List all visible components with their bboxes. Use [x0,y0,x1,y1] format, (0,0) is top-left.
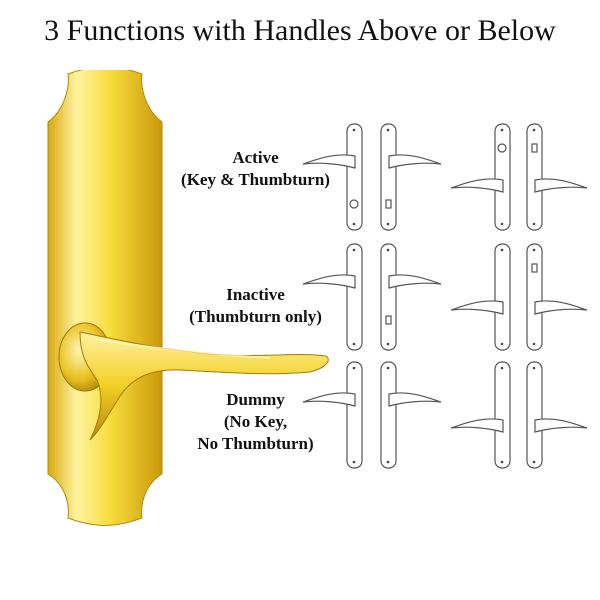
back-plate [47,70,163,526]
active-handles-above [302,123,442,231]
handle-plate-line-drawing [302,123,588,469]
function-label-dummy: Dummy (No Key, No Thumbturn) [197,390,314,453]
dummy-handles-below [450,361,588,469]
function-label-active: Active (Key & Thumbturn) [181,148,330,189]
page-title: 3 Functions with Handles Above or Below [44,14,556,47]
dummy-handles-above [302,361,442,469]
brass-handle-set-photo [47,70,329,526]
inactive-handles-below [450,243,588,351]
inactive-handles-above [302,243,442,351]
active-handles-below [450,123,588,231]
function-label-inactive: Inactive (Thumbturn only) [189,285,322,326]
